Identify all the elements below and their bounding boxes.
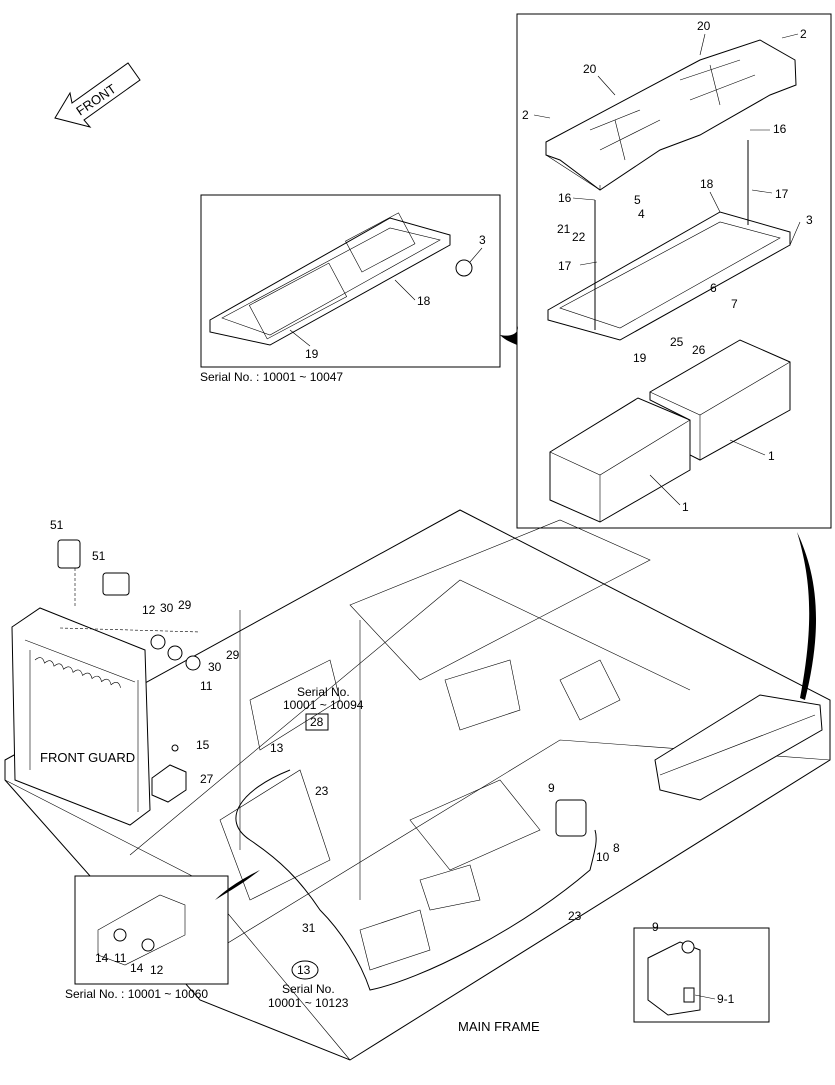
- wiring-harness: [235, 769, 597, 991]
- bracket: [151, 764, 187, 803]
- washer-tank: [555, 799, 587, 837]
- callout-7: 7: [731, 297, 738, 311]
- callout-11: 11: [200, 679, 213, 693]
- callout-28: 28: [310, 715, 324, 729]
- battery-right: [649, 339, 791, 461]
- callout-2: 2: [800, 27, 807, 41]
- battery-cover: [545, 39, 797, 191]
- callout-1: 1: [682, 500, 689, 514]
- front-arrow: FRONT: [54, 62, 141, 128]
- battery-cover-on-frame: [654, 694, 823, 801]
- callout-9-1: 9-1: [717, 992, 735, 1006]
- callout-23: 23: [568, 909, 582, 923]
- callout-23: 23: [315, 784, 329, 798]
- rubber-mount: [150, 634, 166, 650]
- front-guard-label: FRONT GUARD: [40, 750, 135, 765]
- callout-21: 21: [557, 222, 571, 236]
- front-guard: [11, 607, 151, 826]
- callout-51: 51: [50, 518, 64, 532]
- callout-13: 13: [270, 741, 284, 755]
- callout-25: 25: [670, 335, 684, 349]
- rubber-mount: [185, 655, 201, 671]
- callout-18: 18: [417, 294, 431, 308]
- serial-note-mount: Serial No. : 10001 ~ 10060: [65, 987, 208, 1001]
- callout-3: 3: [806, 213, 813, 227]
- callout-20: 20: [583, 62, 597, 76]
- work-lamp: [57, 539, 81, 569]
- callout-16: 16: [558, 191, 572, 205]
- callout-3: 3: [479, 233, 486, 247]
- callout-17: 17: [558, 259, 572, 273]
- callout-17: 17: [775, 187, 789, 201]
- connector-swoosh-right: [797, 532, 817, 700]
- battery-left: [549, 397, 691, 523]
- callout-14: 14: [130, 961, 144, 975]
- serial-note-13: 10001 ~ 10123: [268, 996, 349, 1010]
- serial-note-tray: Serial No. : 10001 ~ 10047: [200, 370, 343, 384]
- callout-31: 31: [302, 921, 316, 935]
- rubber-mount: [167, 645, 183, 661]
- serial-note-28: 10001 ~ 10094: [283, 698, 364, 712]
- callout-29: 29: [226, 648, 240, 662]
- callout-9: 9: [652, 920, 659, 934]
- callout-22: 22: [572, 230, 586, 244]
- main-frame-label: MAIN FRAME: [458, 1019, 540, 1034]
- washer-tank-detail-panel: 9 9-1: [633, 920, 770, 1023]
- callout-30: 30: [160, 601, 174, 615]
- callout-20: 20: [697, 19, 711, 33]
- callout-19: 19: [633, 351, 647, 365]
- callout-2: 2: [522, 108, 529, 122]
- battery-assembly-panel: 20 20 2 2 16 16 18 17 17 5 4 21 22 3 6 7…: [516, 13, 832, 529]
- tray-panel-early: 3 18 19: [200, 194, 501, 368]
- callout-27: 27: [200, 772, 214, 786]
- serial-note-13: Serial No.: [282, 982, 335, 996]
- callout-15: 15: [196, 738, 210, 752]
- callout-51: 51: [92, 549, 106, 563]
- mount-detail-panel: 14 11 14 12: [74, 870, 260, 985]
- callout-29: 29: [178, 598, 192, 612]
- work-lamp: [102, 572, 130, 596]
- callout-1: 1: [768, 449, 775, 463]
- callout-8: 8: [613, 841, 620, 855]
- callout-13: 13: [297, 963, 311, 977]
- callout-12: 12: [150, 963, 164, 977]
- callout-18: 18: [700, 177, 714, 191]
- callout-26: 26: [692, 343, 706, 357]
- callout-4: 4: [638, 207, 645, 221]
- callout-11: 11: [114, 951, 127, 965]
- callout-6: 6: [710, 281, 717, 295]
- connector-swoosh: [500, 325, 518, 345]
- callout-5: 5: [634, 193, 641, 207]
- callout-19: 19: [305, 347, 319, 361]
- callout-12: 12: [142, 603, 156, 617]
- callout-16: 16: [773, 122, 787, 136]
- callout-10: 10: [596, 850, 610, 864]
- callout-9: 9: [548, 781, 555, 795]
- callout-14: 14: [95, 951, 109, 965]
- callout-30: 30: [208, 660, 222, 674]
- serial-note-28: Serial No.: [297, 685, 350, 699]
